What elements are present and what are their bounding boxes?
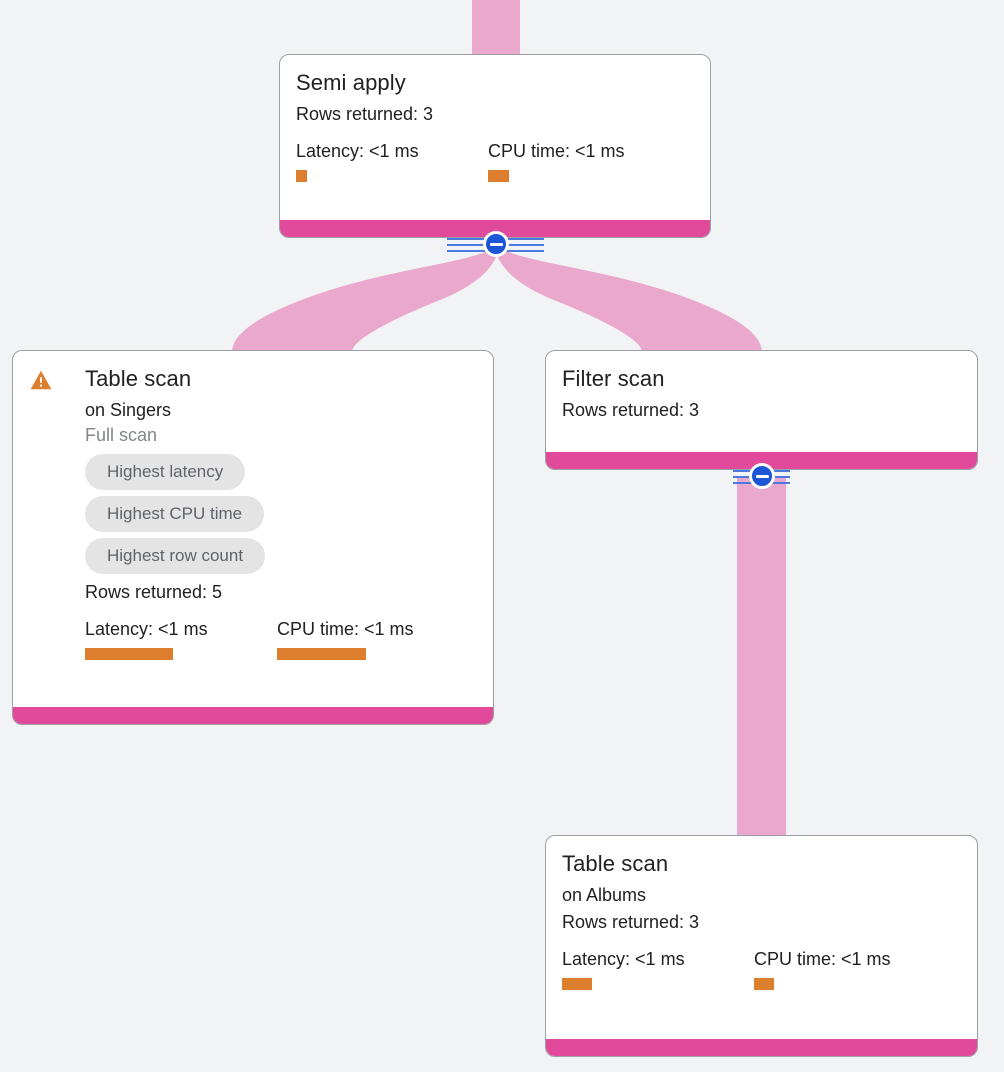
metric-latency: Latency: <1 ms xyxy=(296,140,488,182)
plan-node-table-scan-albums[interactable]: Table scan on Albums Rows returned: 3 La… xyxy=(545,835,978,1057)
node-chips: Highest latency Highest CPU time Highest… xyxy=(85,454,414,574)
node-scan-type: Full scan xyxy=(85,425,158,445)
chip-highest-cpu-time[interactable]: Highest CPU time xyxy=(85,496,265,532)
metric-cpu-time: CPU time: <1 ms xyxy=(754,948,891,990)
node-title-row: Table scan xyxy=(562,850,961,877)
node-title: Semi apply xyxy=(296,70,406,95)
metric-latency-label: Latency: <1 ms xyxy=(85,619,208,639)
node-metrics: Latency: <1 ms CPU time: <1 ms xyxy=(85,618,414,660)
metric-latency-label: Latency: <1 ms xyxy=(296,141,419,161)
edge-root-to-semi-apply xyxy=(472,0,520,56)
chip-highest-latency[interactable]: Highest latency xyxy=(85,454,246,490)
edge-semi-apply-to-table-scan-singers xyxy=(232,248,498,352)
node-footer-bar xyxy=(546,452,977,469)
metric-cpu-time: CPU time: <1 ms xyxy=(277,618,414,660)
edge-filter-scan-to-table-scan-albums xyxy=(737,478,786,842)
metric-cpu-time-bar xyxy=(488,170,509,182)
node-body: Table scan on Albums Rows returned: 3 La… xyxy=(546,836,977,1039)
node-metrics: Latency: <1 ms CPU time: <1 ms xyxy=(296,140,694,182)
node-footer-bar xyxy=(280,220,710,237)
node-rows-returned: Rows returned: 3 xyxy=(562,400,700,420)
node-footer-bar xyxy=(13,707,493,724)
plan-node-table-scan-singers[interactable]: Table scan on Singers Full scan Highest … xyxy=(12,350,494,725)
node-body: Filter scan Rows returned: 3 xyxy=(546,351,977,452)
plan-node-filter-scan[interactable]: Filter scan Rows returned: 3 xyxy=(545,350,978,470)
collapse-toggle-filter-scan[interactable] xyxy=(749,463,775,489)
node-footer-bar xyxy=(546,1039,977,1056)
node-title: Filter scan xyxy=(562,366,665,391)
node-rows-returned: Rows returned: 3 xyxy=(562,912,700,932)
node-metrics: Latency: <1 ms CPU time: <1 ms xyxy=(562,948,961,990)
minus-circle-icon xyxy=(755,474,769,478)
node-title-row: Semi apply xyxy=(296,69,694,96)
node-body: Semi apply Rows returned: 3 Latency: <1 … xyxy=(280,55,710,220)
edge-semi-apply-to-filter-scan xyxy=(496,248,762,352)
node-rows-returned: Rows returned: 5 xyxy=(85,582,223,602)
warning-triangle-icon xyxy=(30,370,52,390)
metric-cpu-time-label: CPU time: <1 ms xyxy=(754,949,891,969)
chip-highest-row-count[interactable]: Highest row count xyxy=(85,538,266,574)
node-title-row: Filter scan xyxy=(562,365,961,392)
metric-cpu-time: CPU time: <1 ms xyxy=(488,140,625,182)
node-title: Table scan xyxy=(562,851,669,876)
node-title-row: Table scan on Singers Full scan Highest … xyxy=(29,365,477,660)
minus-circle-icon xyxy=(489,242,503,246)
collapse-toggle-semi-apply[interactable] xyxy=(483,231,509,257)
metric-latency-bar xyxy=(296,170,307,182)
metric-latency-bar xyxy=(85,648,173,660)
node-subtitle: on Albums xyxy=(562,885,647,905)
metric-cpu-time-label: CPU time: <1 ms xyxy=(488,141,625,161)
plan-node-semi-apply[interactable]: Semi apply Rows returned: 3 Latency: <1 … xyxy=(279,54,711,238)
metric-latency: Latency: <1 ms xyxy=(562,948,754,990)
node-title: Table scan xyxy=(85,366,192,391)
metric-cpu-time-label: CPU time: <1 ms xyxy=(277,619,414,639)
metric-latency-label: Latency: <1 ms xyxy=(562,949,685,969)
node-rows-returned: Rows returned: 3 xyxy=(296,104,434,124)
metric-latency: Latency: <1 ms xyxy=(85,618,277,660)
node-body: Table scan on Singers Full scan Highest … xyxy=(13,351,493,707)
node-subtitle: on Singers xyxy=(85,400,172,420)
metric-cpu-time-bar xyxy=(754,978,774,990)
metric-latency-bar xyxy=(562,978,592,990)
metric-cpu-time-bar xyxy=(277,648,366,660)
